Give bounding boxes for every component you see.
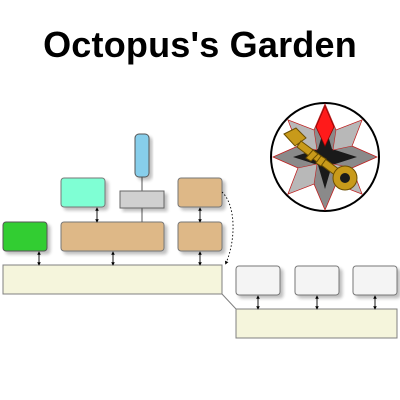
light-box-1 bbox=[235, 265, 281, 296]
light-box-3 bbox=[352, 265, 398, 296]
green-box bbox=[2, 221, 48, 252]
connector-arrows bbox=[37, 207, 377, 310]
bar-connector-line bbox=[221, 293, 237, 310]
page-title: Octopus's Garden bbox=[43, 24, 357, 65]
tan-box-upper bbox=[177, 177, 223, 208]
key-over-compass-star-icon bbox=[270, 102, 380, 212]
light-box-2 bbox=[294, 265, 340, 296]
gray-bar bbox=[119, 190, 165, 209]
blue-handle bbox=[134, 133, 150, 178]
right-base-bar bbox=[235, 308, 398, 339]
tan-box-lower bbox=[177, 221, 223, 252]
mint-box bbox=[60, 177, 106, 208]
dotted-curve-arrow bbox=[221, 191, 234, 265]
left-base-bar bbox=[2, 264, 223, 295]
tan-box-large bbox=[60, 221, 165, 252]
